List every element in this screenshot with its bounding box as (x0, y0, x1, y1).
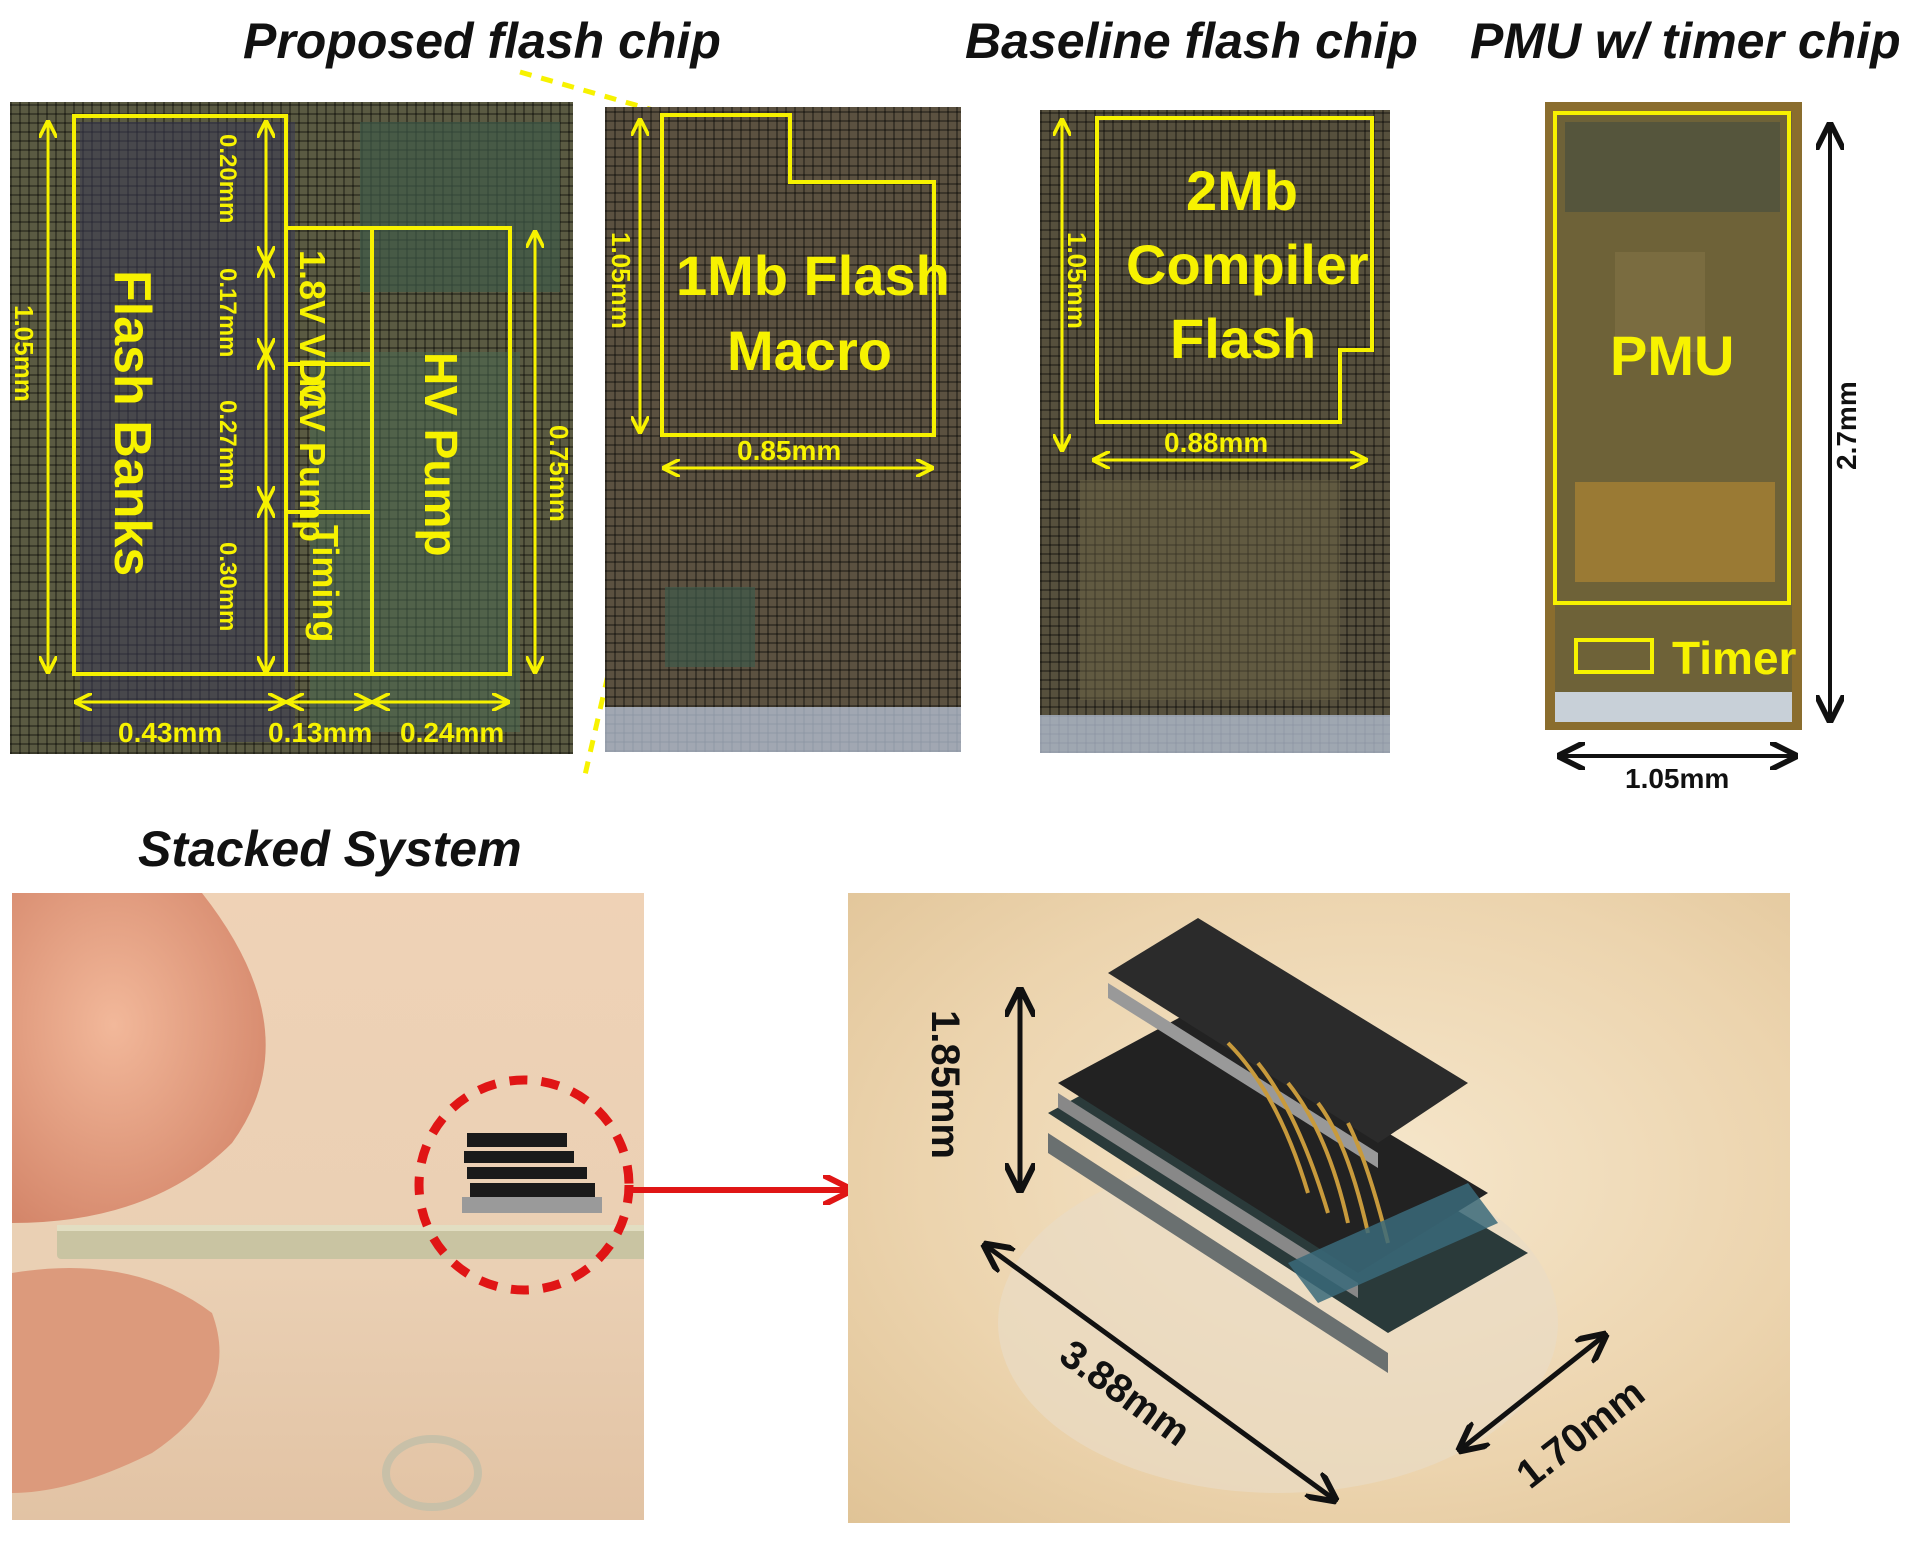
label-baseline-line1: 2Mb (1186, 159, 1298, 222)
label-proposed-right-height: 0.75mm (544, 425, 574, 522)
title-stacked-system: Stacked System (138, 821, 522, 877)
proposed-chip-zoom-photo (605, 107, 961, 752)
label-w-2: 0.13mm (268, 717, 372, 748)
label-seg-4: 0.30mm (214, 542, 241, 631)
label-baseline-line2: Compiler (1126, 233, 1369, 296)
label-w-1: 0.43mm (118, 717, 222, 748)
label-pmu-height: 2.7mm (1831, 381, 1862, 470)
label-baseline-line3: Flash (1170, 307, 1316, 370)
label-baseline-height: 1.05mm (1062, 232, 1092, 329)
label-macro-line2: Macro (727, 319, 892, 382)
label-macro-line1: 1Mb Flash (676, 244, 950, 307)
label-mv-pump: MV Pump (292, 378, 333, 542)
proposed-chip-annotations: Flash Banks 1.8V VDC MV Pump Timing HV P… (9, 69, 665, 776)
label-pmu: PMU (1610, 324, 1734, 387)
label-seg-1: 0.20mm (214, 134, 241, 223)
label-timer: Timer (1672, 632, 1797, 684)
label-pmu-width: 1.05mm (1625, 763, 1729, 794)
title-pmu-timer-chip: PMU w/ timer chip (1470, 13, 1901, 69)
label-timing: Timing (305, 525, 346, 642)
label-stack-width: 1.70mm (1508, 1371, 1652, 1497)
baseline-chip-die-photo (1040, 110, 1390, 753)
label-stack-height: 1.85mm (923, 1010, 967, 1159)
title-baseline-flash-chip: Baseline flash chip (965, 13, 1418, 69)
label-seg-3: 0.27mm (214, 400, 241, 489)
label-vdc: 1.8V VDC (292, 250, 333, 410)
title-proposed-flash-chip: Proposed flash chip (243, 13, 721, 69)
pmu-chip-die-photo (1545, 102, 1802, 730)
label-seg-2: 0.17mm (214, 268, 241, 357)
label-stack-length: 3.88mm (1052, 1332, 1198, 1455)
label-flash-banks: Flash Banks (103, 270, 161, 576)
stacked-system-hand-photo (12, 893, 644, 1520)
label-baseline-width: 0.88mm (1164, 427, 1268, 458)
proposed-zoom-annotations: 1Mb Flash Macro 1.05mm 0.85mm (606, 113, 950, 780)
label-zoom-width: 0.85mm (737, 435, 841, 466)
label-zoom-height: 1.05mm (606, 232, 636, 329)
baseline-annotations: 2Mb Compiler Flash 1.05mm 0.88mm (0, 116, 1374, 780)
highlight-circle (414, 1075, 634, 1295)
label-hv-pump: HV Pump (415, 352, 467, 556)
label-proposed-height: 1.05mm (9, 305, 39, 402)
pmu-annotations: PMU Timer 2.7mm 1.05mm (1553, 111, 1862, 794)
label-w-3: 0.24mm (400, 717, 504, 748)
